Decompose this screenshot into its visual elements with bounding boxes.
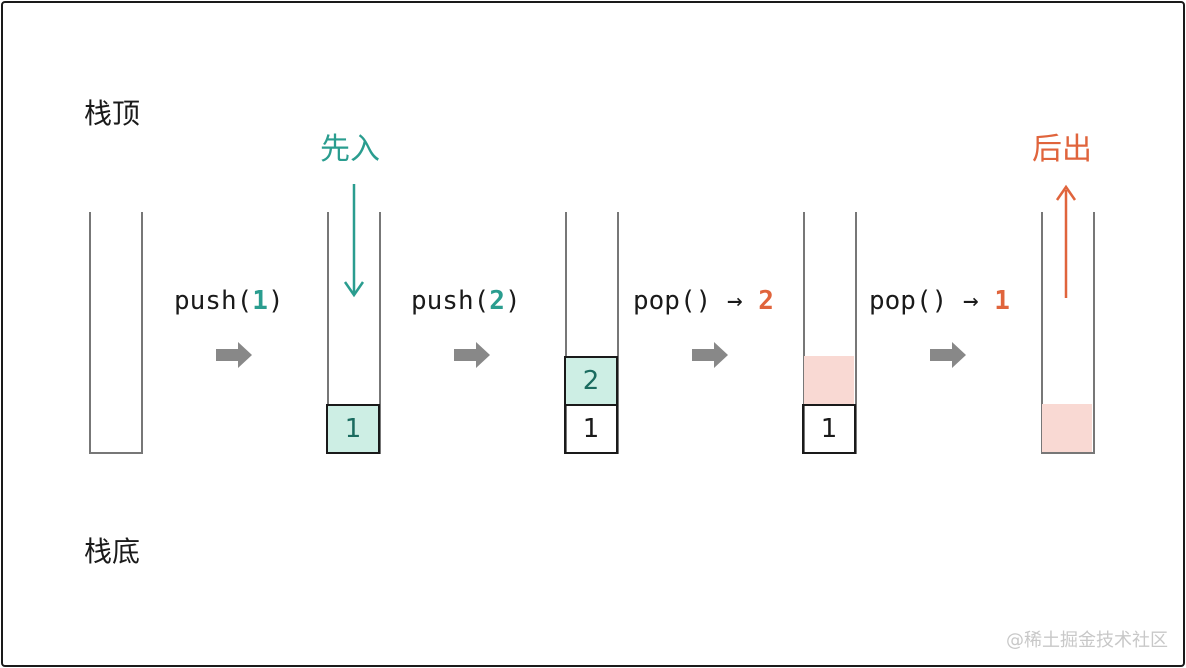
step-arrow-icon <box>930 342 966 368</box>
watermark: @稀土掘金技术社区 <box>1006 630 1168 651</box>
pop-up-arrow <box>1055 184 1077 298</box>
operation-label: push(1) <box>174 286 284 316</box>
push-down-arrow <box>343 184 365 298</box>
step-arrow-icon <box>692 342 728 368</box>
operation-label: push(2) <box>411 286 521 316</box>
stack-cell: 2 <box>564 356 618 406</box>
step-arrow-icon <box>454 342 490 368</box>
stack-cell: 1 <box>326 404 380 454</box>
first-in-label: 先入 <box>320 132 380 167</box>
operation-label: pop() → 2 <box>633 286 774 316</box>
stack-bottom-label: 栈底 <box>84 535 141 568</box>
stack-cell: 1 <box>802 404 856 454</box>
operation-label: pop() → 1 <box>869 286 1010 316</box>
stack-cell: 1 <box>564 404 618 454</box>
popped-slot <box>1042 404 1092 452</box>
stack-top-label: 栈顶 <box>84 97 141 130</box>
stack-empty-initial <box>89 212 143 454</box>
step-arrow-icon <box>216 342 252 368</box>
last-out-label: 后出 <box>1032 132 1092 167</box>
popped-slot <box>804 356 854 404</box>
stack-after-pop-1 <box>1041 212 1095 454</box>
